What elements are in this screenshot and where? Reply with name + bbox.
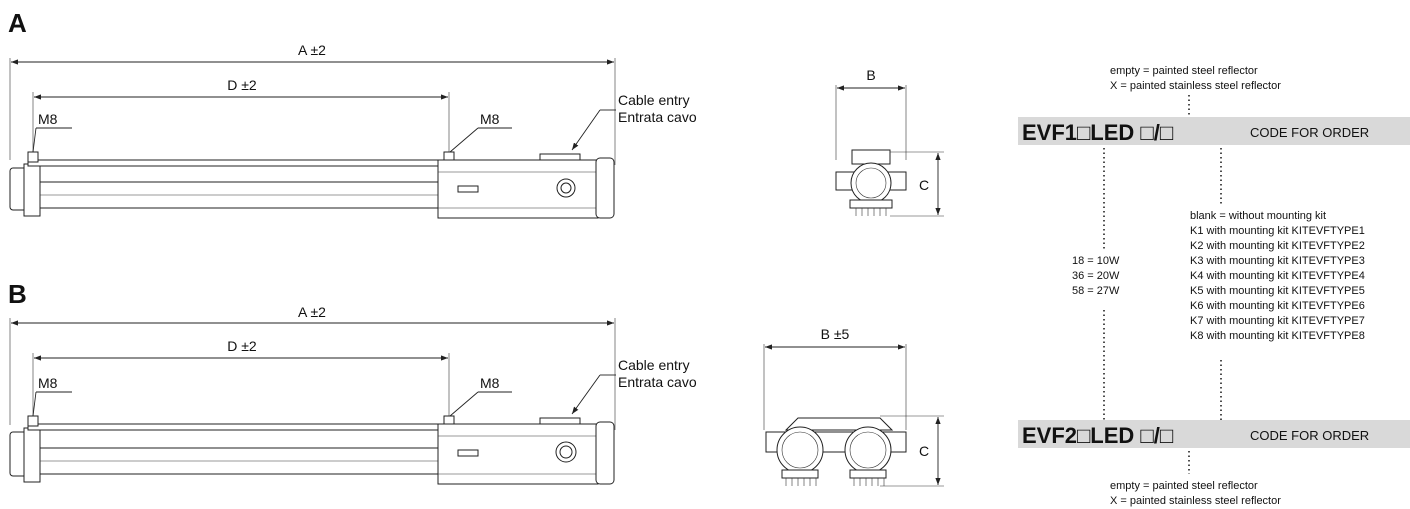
reflector-note-bottom-1: empty = painted steel reflector: [1110, 480, 1258, 492]
m8-label-right-b: M8: [480, 375, 500, 391]
fixture-side-view-b: [9, 415, 615, 485]
m8-label-left: M8: [38, 111, 58, 127]
cable-entry-en-b: Cable entry: [618, 357, 690, 373]
code-for-order-1: CODE FOR ORDER: [1250, 125, 1369, 140]
dim-d-label: D ±2: [227, 77, 257, 93]
end-view-b: B ±5 C: [763, 326, 944, 487]
m8-callout-left-b: M8: [32, 375, 72, 417]
dimension-d: D ±2: [32, 77, 450, 155]
dim-a-total-label-b: A ±2: [298, 304, 326, 320]
wattage-item-0: 18 = 10W: [1072, 255, 1120, 267]
order-code-1: EVF1□LED □/□: [1022, 120, 1173, 145]
kit-item-7: K7 with mounting kit KITEVFTYPE7: [1190, 315, 1365, 327]
cable-entry-it-a: Entrata cavo: [618, 109, 697, 125]
kit-item-0: blank = without mounting kit: [1190, 210, 1326, 222]
kit-item-1: K1 with mounting kit KITEVFTYPE1: [1190, 225, 1365, 237]
kit-item-2: K2 with mounting kit KITEVFTYPE2: [1190, 240, 1365, 252]
kit-item-8: K8 with mounting kit KITEVFTYPE8: [1190, 330, 1365, 342]
code-band-1: [1018, 117, 1410, 145]
dim-c-label-b: C: [919, 443, 929, 459]
cable-entry-callout-b: Cable entry Entrata cavo: [571, 357, 697, 415]
kit-item-3: K3 with mounting kit KITEVFTYPE3: [1190, 255, 1365, 267]
dimension-d-b: D ±2: [32, 338, 450, 418]
dim-b-double-label: B ±5: [821, 326, 850, 342]
m8-label-right: M8: [480, 111, 500, 127]
fixture-side-view-a: [9, 151, 615, 219]
reflector-note-top-2: X = painted stainless steel reflector: [1110, 80, 1281, 92]
m8-callout-right: M8: [449, 111, 512, 153]
code-for-order-2: CODE FOR ORDER: [1250, 428, 1369, 443]
section-label-b: B: [8, 279, 27, 309]
kit-item-5: K5 with mounting kit KITEVFTYPE5: [1190, 285, 1365, 297]
cable-entry-it-b: Entrata cavo: [618, 374, 697, 390]
dim-a-total-label: A ±2: [298, 42, 326, 58]
dimension-a-total: A ±2: [9, 42, 616, 165]
order-code-2: EVF2□LED □/□: [1022, 423, 1173, 448]
end-view-a: B C: [835, 67, 944, 217]
m8-label-left-b: M8: [38, 375, 58, 391]
reflector-note-top-1: empty = painted steel reflector: [1110, 65, 1258, 77]
wattage-item-1: 36 = 20W: [1072, 270, 1120, 282]
dim-d-label-b: D ±2: [227, 338, 257, 354]
kit-item-4: K4 with mounting kit KITEVFTYPE4: [1190, 270, 1365, 282]
cable-entry-en-a: Cable entry: [618, 92, 690, 108]
m8-callout-left: M8: [32, 111, 72, 153]
kit-list: blank = without mounting kit K1 with mou…: [1190, 210, 1365, 342]
cable-entry-callout-a: Cable entry Entrata cavo: [571, 92, 697, 151]
section-label-a: A: [8, 8, 27, 38]
dim-b-label: B: [866, 67, 875, 83]
reflector-note-bottom-2: X = painted stainless steel reflector: [1110, 495, 1281, 507]
code-band-2: [1018, 420, 1410, 448]
dimension-a-total-b: A ±2: [9, 304, 616, 430]
wattage-item-2: 58 = 27W: [1072, 285, 1120, 297]
m8-callout-right-b: M8: [449, 375, 512, 417]
wattage-list: 18 = 10W 36 = 20W 58 = 27W: [1072, 255, 1120, 297]
dim-c-label-a: C: [919, 177, 929, 193]
kit-item-6: K6 with mounting kit KITEVFTYPE6: [1190, 300, 1365, 312]
